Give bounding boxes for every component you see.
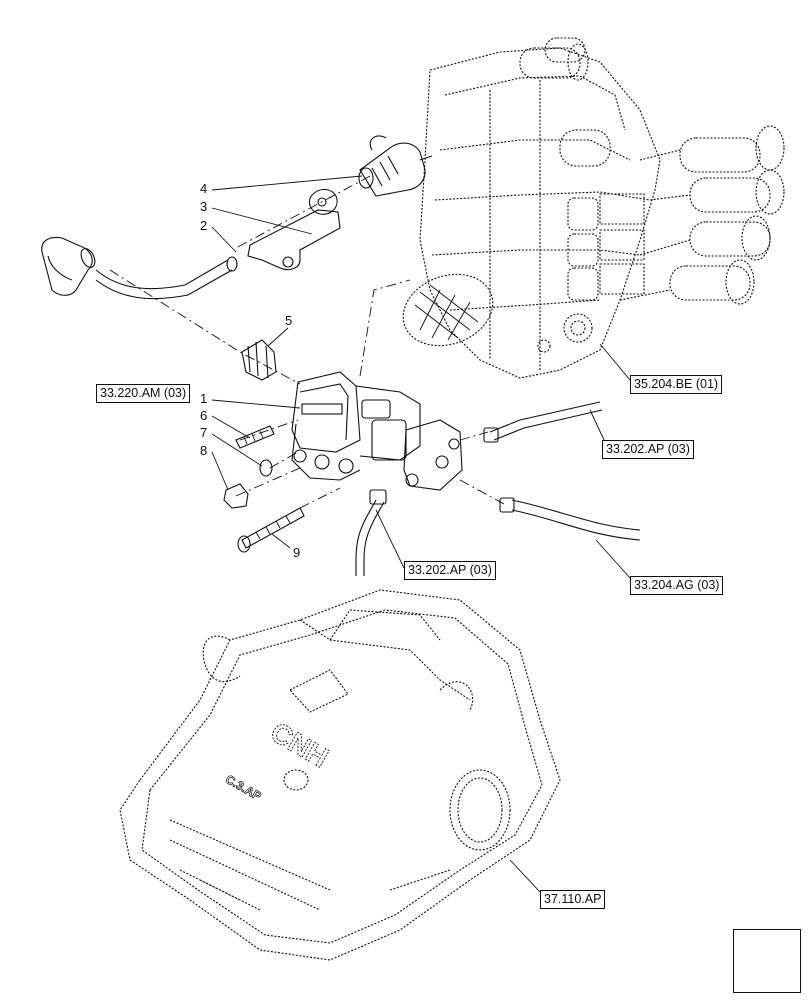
callout-3: 3 xyxy=(200,199,208,214)
rear-housing: CNH C.3.AP xyxy=(119,589,561,961)
callout-2: 2 xyxy=(200,218,208,233)
callout-4: 4 xyxy=(200,181,208,196)
tube-assembly xyxy=(41,135,433,300)
valve-bank xyxy=(402,37,785,379)
ref-valve-bank-link[interactable]: 35.204.BE (01) xyxy=(630,375,723,394)
remote-valve xyxy=(223,339,641,576)
assembly-lines xyxy=(109,175,505,509)
ref-line-lower-link[interactable]: 33.202.AP (03) xyxy=(404,561,496,580)
cast-code: C.3.AP xyxy=(223,772,264,803)
ref-remote-valve-link[interactable]: 33.220.AM (03) xyxy=(96,384,191,403)
brand-mark: CNH xyxy=(266,716,334,773)
callout-1: 1 xyxy=(200,391,208,406)
next-page-button[interactable] xyxy=(733,929,801,993)
callout-7: 7 xyxy=(200,425,208,440)
callout-5: 5 xyxy=(285,313,293,328)
ref-housing-link[interactable]: 37.110.AP xyxy=(540,890,606,909)
ref-hose-link[interactable]: 33.204.AG (03) xyxy=(630,576,724,595)
ref-line-right-link[interactable]: 33.202.AP (03) xyxy=(602,440,694,459)
callout-9: 9 xyxy=(293,545,301,560)
callout-6: 6 xyxy=(200,408,208,423)
leader-lines xyxy=(211,175,631,893)
callout-8: 8 xyxy=(200,443,208,458)
